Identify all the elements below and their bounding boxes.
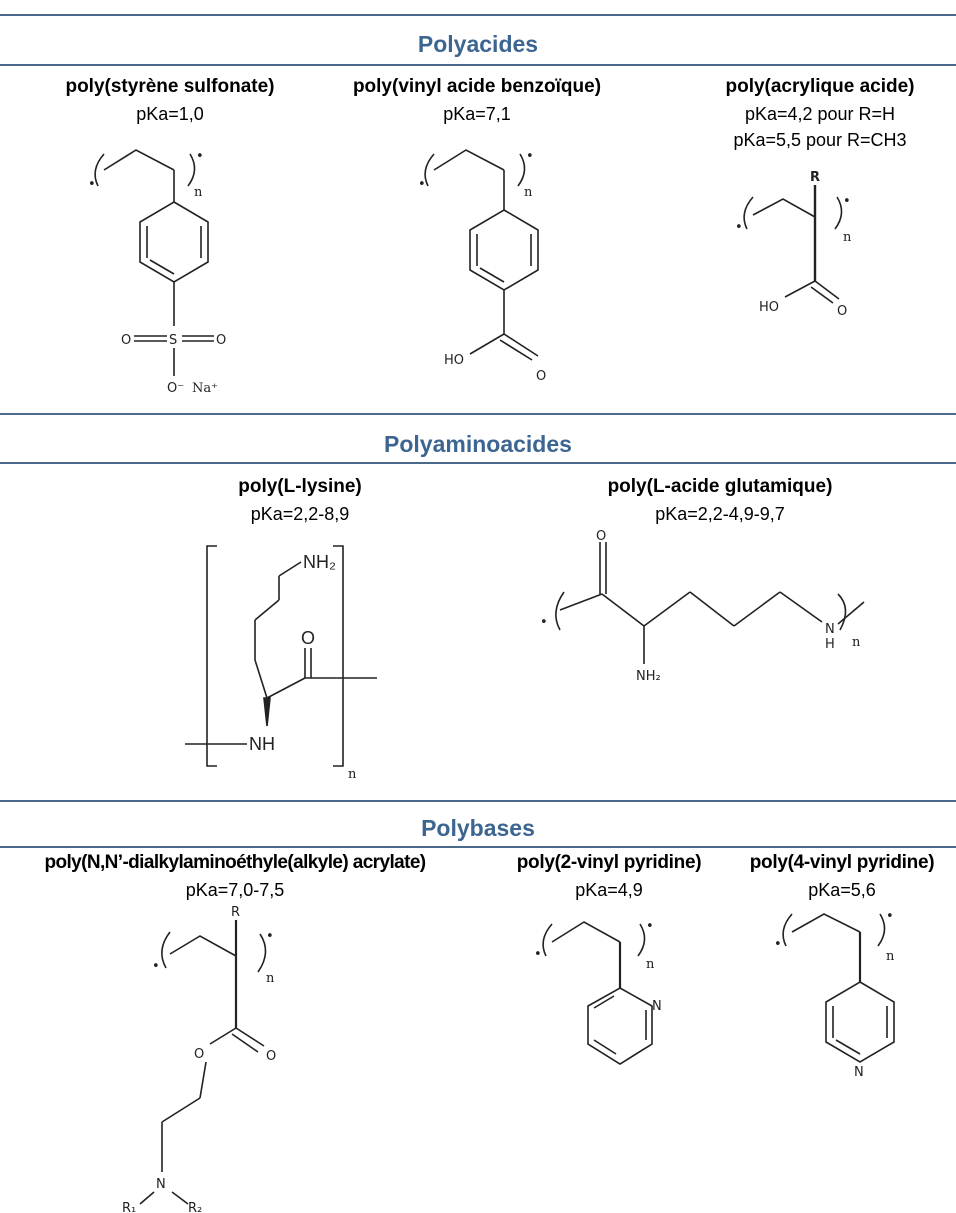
svg-text:•: • <box>735 220 743 235</box>
svg-text:O: O <box>266 1049 276 1064</box>
svg-text:•: • <box>152 959 160 974</box>
structure-4-vinyl-pyridine: • • n N <box>774 909 895 1080</box>
polymer-name-4-vinyl-pyridine: poly(4-vinyl pyridine) <box>749 852 935 873</box>
polymer-name-l-glutamic-acid: poly(L-acide glutamique) <box>607 476 833 497</box>
svg-text:O: O <box>536 369 546 384</box>
svg-text:•: • <box>540 615 548 630</box>
section-title-polybases: Polybases <box>421 815 535 841</box>
svg-text:•: • <box>266 929 274 944</box>
section-rule <box>0 413 956 415</box>
svg-text:O: O <box>194 1047 204 1062</box>
pka-value: pKa=7,1 <box>443 104 511 124</box>
section-title-polyacides: Polyacides <box>417 31 539 57</box>
structure-vinyl-benzoic-acid: • • n HO O <box>418 149 546 384</box>
svg-text:n: n <box>266 971 275 986</box>
structure-l-glutamic-acid: • O NH₂ N H n <box>540 529 865 684</box>
svg-text:H: H <box>825 637 835 652</box>
svg-text:HO: HO <box>759 300 779 315</box>
svg-text:Na⁺: Na⁺ <box>192 381 218 396</box>
pka-value: pKa=7,0-7,5 <box>185 880 285 900</box>
svg-text:NH: NH <box>249 734 275 754</box>
svg-text:R: R <box>810 170 820 185</box>
pka-value: pKa=2,2-4,9-9,7 <box>655 504 785 524</box>
svg-text:N: N <box>652 999 662 1014</box>
structure-2-vinyl-pyridine: • • n N <box>534 919 662 1065</box>
svg-text:•: • <box>88 177 96 192</box>
pka-value: pKa=1,0 <box>136 104 204 124</box>
svg-text:O: O <box>121 333 131 348</box>
svg-text:n: n <box>646 957 655 972</box>
svg-text:N: N <box>825 622 835 637</box>
polymer-name-acrylic-acid: poly(acrylique acide) <box>725 76 915 97</box>
pka-value: pKa=4,2 pour R=H <box>744 104 896 124</box>
section-rule <box>0 846 956 848</box>
svg-text:n: n <box>852 635 861 650</box>
svg-text:•: • <box>196 149 204 164</box>
pka-value: pKa=5,6 <box>808 880 876 900</box>
svg-text:O: O <box>596 529 606 544</box>
svg-text:O: O <box>837 304 847 319</box>
polymer-name-2-vinyl-pyridine: poly(2-vinyl pyridine) <box>516 852 702 873</box>
svg-text:•: • <box>526 149 534 164</box>
svg-text:R₁: R₁ <box>122 1201 136 1213</box>
structure-styrene-sulfonate: • • n S O O O⁻ Na⁺ <box>88 149 226 396</box>
polymer-name-dialkylaminoethyl-acrylate: poly(N,N’-dialkylaminoéthyle(alkyle) acr… <box>44 852 426 873</box>
structure-dialkylaminoethyl-acrylate: • • n R O O N R₁ R₂ <box>122 905 276 1213</box>
svg-text:n: n <box>348 767 357 782</box>
svg-text:n: n <box>886 949 895 964</box>
svg-text:•: • <box>646 919 654 934</box>
svg-text:•: • <box>774 937 782 952</box>
svg-text:•: • <box>843 194 851 209</box>
svg-text:n: n <box>843 230 852 245</box>
polymer-name-l-lysine: poly(L-lysine) <box>238 476 362 497</box>
svg-text:n: n <box>194 185 203 200</box>
section-rule-top <box>0 14 956 16</box>
section-rule <box>0 64 956 66</box>
svg-text:O⁻: O⁻ <box>167 381 184 396</box>
svg-text:S: S <box>169 333 177 348</box>
svg-text:HO: HO <box>444 353 464 368</box>
structure-l-lysine: n NH O NH₂ <box>185 545 377 782</box>
svg-text:O: O <box>301 628 315 648</box>
section-title-polyaminoacides: Polyaminoacides <box>384 431 572 457</box>
svg-text:R: R <box>231 905 240 920</box>
svg-text:NH₂: NH₂ <box>636 669 661 684</box>
structure-acrylic-acid: • • n R HO O <box>735 170 852 319</box>
svg-text:•: • <box>418 177 426 192</box>
svg-text:n: n <box>524 185 533 200</box>
svg-text:R₂: R₂ <box>188 1201 202 1213</box>
pka-value: pKa=4,9 <box>575 880 643 900</box>
svg-text:O: O <box>216 333 226 348</box>
svg-text:N: N <box>156 1177 166 1192</box>
section-rule <box>0 462 956 464</box>
pka-value: pKa=2,2-8,9 <box>250 504 350 524</box>
pka-value: pKa=5,5 pour R=CH3 <box>733 130 907 150</box>
svg-text:•: • <box>534 947 542 962</box>
svg-text:N: N <box>854 1065 864 1080</box>
polymer-name-vinyl-benzoic-acid: poly(vinyl acide benzoïque) <box>352 76 602 97</box>
section-rule <box>0 800 956 802</box>
polymer-name-styrene-sulfonate: poly(styrène sulfonate) <box>65 76 275 97</box>
svg-text:NH₂: NH₂ <box>303 552 336 572</box>
svg-text:•: • <box>886 909 894 924</box>
